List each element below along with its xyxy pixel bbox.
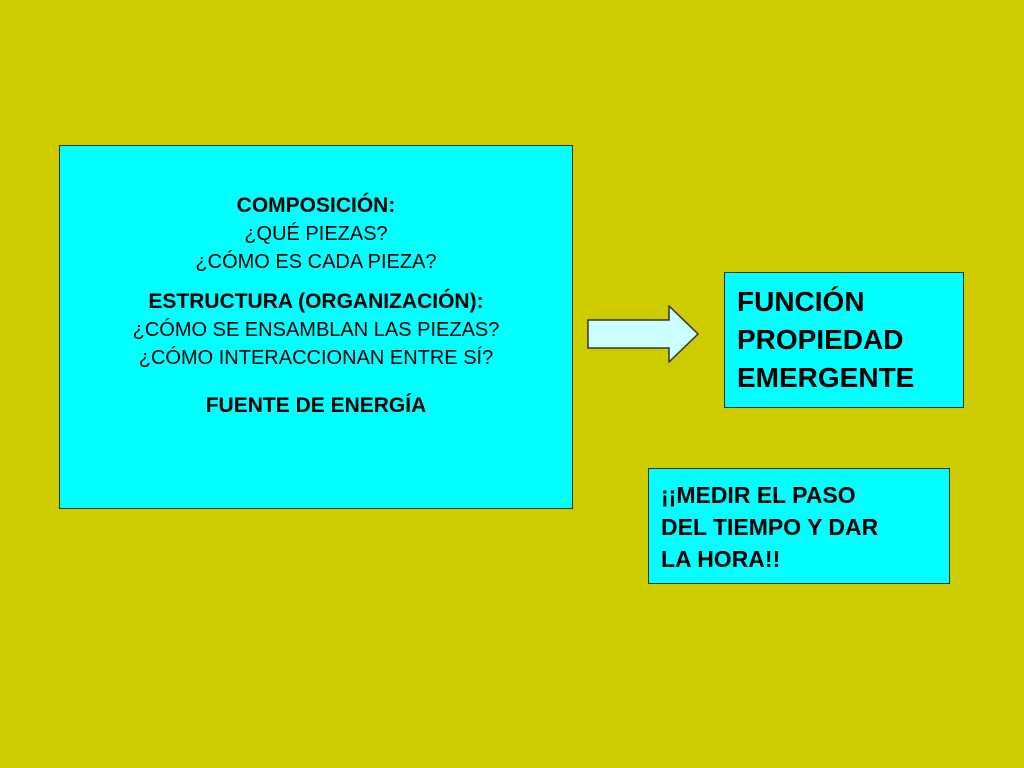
note-box: ¡¡MEDIR EL PASO DEL TIEMPO Y DAR LA HORA… [648,468,950,584]
note-line-1: ¡¡MEDIR EL PASO [661,482,856,508]
note-line-2: DEL TIEMPO Y DAR [661,514,879,540]
result-line-emergente: EMERGENTE [737,362,915,393]
spacer [60,276,572,288]
spacer [60,372,572,392]
composicion-heading: COMPOSICIÓN: [236,194,396,217]
result-line-funcion: FUNCIÓN [737,286,865,317]
estructura-question-1: ¿CÓMO SE ENSAMBLAN LAS PIEZAS? [132,319,500,341]
components-box: COMPOSICIÓN: ¿QUÉ PIEZAS? ¿CÓMO ES CADA … [59,145,573,509]
note-line-3: LA HORA!! [661,546,781,572]
right-arrow-icon [587,305,699,363]
composicion-question-2: ¿CÓMO ES CADA PIEZA? [195,251,437,273]
result-line-propiedad: PROPIEDAD [737,324,904,355]
estructura-question-2: ¿CÓMO INTERACCIONAN ENTRE SÍ? [138,347,494,369]
result-box: FUNCIÓN PROPIEDAD EMERGENTE [724,272,964,408]
energia-heading: FUENTE DE ENERGÍA [205,394,427,417]
composicion-question-1: ¿QUÉ PIEZAS? [244,223,388,245]
estructura-heading: ESTRUCTURA (ORGANIZACIÓN): [148,290,484,313]
